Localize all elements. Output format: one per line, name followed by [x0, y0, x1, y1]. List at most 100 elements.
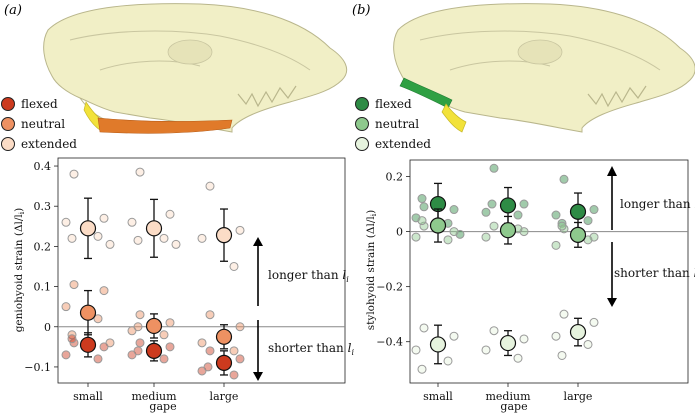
plot-b-point-neutral — [551, 240, 561, 250]
plot-b-point-extended — [417, 364, 427, 374]
legend-b-extended-label: extended — [375, 137, 431, 151]
plot-a-mean-extended — [145, 220, 163, 237]
plot-b-point-neutral — [449, 227, 459, 237]
plot-a-point-extended — [229, 261, 239, 271]
plot-b-point-flexed — [519, 199, 529, 209]
plot-b-point-extended — [449, 331, 459, 341]
plot-a-point-flexed — [61, 350, 71, 360]
plot-a-point-neutral — [197, 338, 207, 348]
plot-a-point-extended — [171, 239, 181, 249]
plot-a-point-flexed — [99, 342, 109, 352]
plot-b-point-flexed — [481, 207, 491, 217]
legend-b-neutral-swatch — [355, 117, 369, 131]
plot-a-xtick-label: small — [73, 390, 103, 403]
plot-b-mean-flexed — [499, 197, 517, 214]
panel-a-letter: (a) — [4, 3, 22, 18]
plot-b-xtick-label: small — [423, 390, 453, 403]
plot-a-point-neutral — [159, 330, 169, 340]
plot-b-point-flexed — [449, 205, 459, 215]
plot-a-xlabel: gape — [149, 400, 176, 413]
plot-b-mean-neutral — [569, 226, 587, 243]
plot-b-point-neutral — [417, 216, 427, 226]
plot-b-point-extended — [489, 326, 499, 336]
plot-b-ylabel: stylohyoid strain (Δl/li) — [365, 210, 378, 330]
arrow-down-a-head — [253, 372, 263, 381]
plot-a-point-neutral — [93, 314, 103, 324]
plot-b-mean-neutral — [499, 222, 517, 239]
annotation-a: longer than li shorter than li — [253, 237, 354, 381]
plot-a-point-extended — [165, 209, 175, 219]
plot-b-ytick-label: 0.2 — [386, 171, 404, 184]
plot-b-point-extended — [513, 353, 523, 363]
plot-a-point-extended — [127, 217, 137, 227]
annotation-b: longer than li shorter than li — [607, 166, 695, 307]
plot-a-point-flexed — [67, 334, 77, 344]
legend-a-neutral-label: neutral — [21, 117, 65, 131]
plot-a-ylabel-sub: i — [17, 211, 26, 214]
plot-a-ytick-label: 0.2 — [34, 240, 52, 253]
plot-b-point-flexed — [487, 199, 497, 209]
plot-a-ytick-label: 0 — [44, 321, 51, 334]
plot-b-point-extended — [557, 350, 567, 360]
panel-b-letter: (b) — [352, 3, 370, 18]
plot-a-point-extended — [69, 169, 79, 179]
plot-b-point-flexed — [551, 210, 561, 220]
plot-b-xtick-label: medium — [485, 390, 531, 403]
plot-a-point-extended — [205, 181, 215, 191]
plot-a-point-flexed — [203, 362, 213, 372]
shorter-note-b: shorter than li — [614, 266, 695, 282]
plot-a-point-neutral — [61, 302, 71, 312]
plot-b-point-extended — [443, 356, 453, 366]
plot-a-point-neutral — [135, 310, 145, 320]
arrow-up-a-head — [253, 237, 263, 246]
plot-b-point-extended — [551, 331, 561, 341]
legend-b-extended-swatch — [355, 137, 369, 151]
plot-b-point-extended — [583, 339, 593, 349]
plot-a-ylabel-close: ) — [13, 208, 25, 212]
plot-b-ylabel-close: ) — [365, 210, 377, 214]
plot-b-xtick-label: large — [564, 390, 593, 403]
plot-b-point-neutral — [411, 232, 421, 242]
plot-a-point-neutral — [165, 318, 175, 328]
plot-a-point-extended — [105, 239, 115, 249]
plot-b-point-extended — [519, 334, 529, 344]
plot-b-point-flexed — [589, 205, 599, 215]
skull-illustration-a — [43, 3, 348, 134]
plot-b-frame — [409, 159, 689, 384]
legend-b-flexed-label: flexed — [375, 97, 412, 111]
skull-illustration-b — [393, 3, 695, 133]
shorter-note-a: shorter than li — [268, 341, 354, 357]
plot-a-xtick-label: large — [210, 390, 239, 403]
plot-a-ytick-label: 0.3 — [34, 200, 52, 213]
plot-b-point-neutral — [557, 221, 567, 231]
plot-a-point-neutral — [99, 286, 109, 296]
plot-b-ylabel-text: stylohyoid strain (Δl/l — [365, 216, 377, 331]
plot-b-point-extended — [589, 317, 599, 327]
plot-a-point-flexed — [159, 354, 169, 364]
plot-a-ytick-label: −0.1 — [24, 361, 51, 374]
geniohyoid-muscle-a — [97, 117, 233, 134]
plot-a-point-flexed — [165, 342, 175, 352]
plot-a-point-flexed — [205, 346, 215, 356]
plot-a-point-neutral — [235, 322, 245, 332]
arrow-up-b-head — [607, 166, 617, 176]
plot-b-point-flexed — [583, 216, 593, 226]
plot-a-mean-neutral — [79, 304, 97, 321]
plot-a-mean-extended — [79, 220, 97, 237]
plot-a-mean-flexed — [215, 354, 233, 372]
plot-a-point-flexed — [229, 370, 239, 380]
plot-a-mean-extended — [215, 227, 233, 244]
plot-a-point-flexed — [133, 346, 143, 356]
plot-a-point-flexed — [235, 354, 245, 364]
legend-a-flexed-swatch — [1, 97, 15, 111]
plot-b-point-flexed — [419, 202, 429, 212]
plot-a-point-extended — [93, 231, 103, 241]
plot-b-point-extended — [481, 345, 491, 355]
plot-b-point-neutral — [443, 235, 453, 245]
plot-a-point-extended — [67, 233, 77, 243]
plot-b-xlabel: gape — [500, 400, 527, 413]
legend-b: flexed neutral extended — [355, 97, 431, 151]
legend-b-flexed-swatch — [355, 97, 369, 111]
plot-a-point-neutral — [229, 346, 239, 356]
